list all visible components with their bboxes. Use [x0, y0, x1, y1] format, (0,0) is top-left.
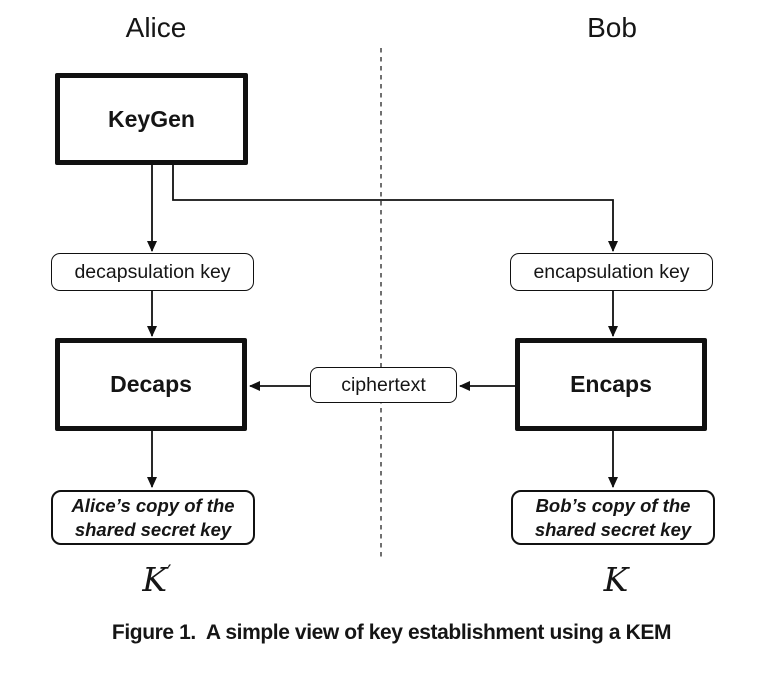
alice-title: Alice: [125, 12, 187, 43]
encapsulation-key-box: encapsulation key: [510, 253, 713, 291]
bob-shared-secret-line1: Bob’s copy of the: [535, 494, 691, 516]
bob-shared-secret-line2: shared secret key: [534, 518, 692, 540]
decaps-box: Decaps: [55, 338, 247, 431]
bob-key-letter: K: [603, 560, 629, 599]
alice-key-symbol: K′: [142, 560, 171, 599]
alice-shared-secret-box: Alice’s copy of the shared secret key: [51, 490, 255, 545]
decapsulation-key-box: decapsulation key: [51, 253, 254, 291]
figure-caption: Figure 1. A simple view of key establish…: [111, 621, 672, 644]
alice-shared-secret-line1: Alice’s copy of the: [71, 494, 235, 516]
bob-title: Bob: [587, 12, 637, 43]
alice-shared-secret-line2: shared secret key: [74, 518, 232, 540]
bob-key-symbol: K: [604, 560, 629, 599]
arrow-keygen-to-encapsulation-key: [172, 165, 618, 252]
bob-shared-secret-box: Bob’s copy of the shared secret key: [511, 490, 715, 545]
encaps-box: Encaps: [515, 338, 707, 431]
alice-key-letter: K: [142, 560, 168, 599]
ciphertext-box: ciphertext: [310, 367, 457, 403]
alice-key-prime-mark: ′: [167, 560, 172, 584]
keygen-box: KeyGen: [55, 73, 248, 165]
